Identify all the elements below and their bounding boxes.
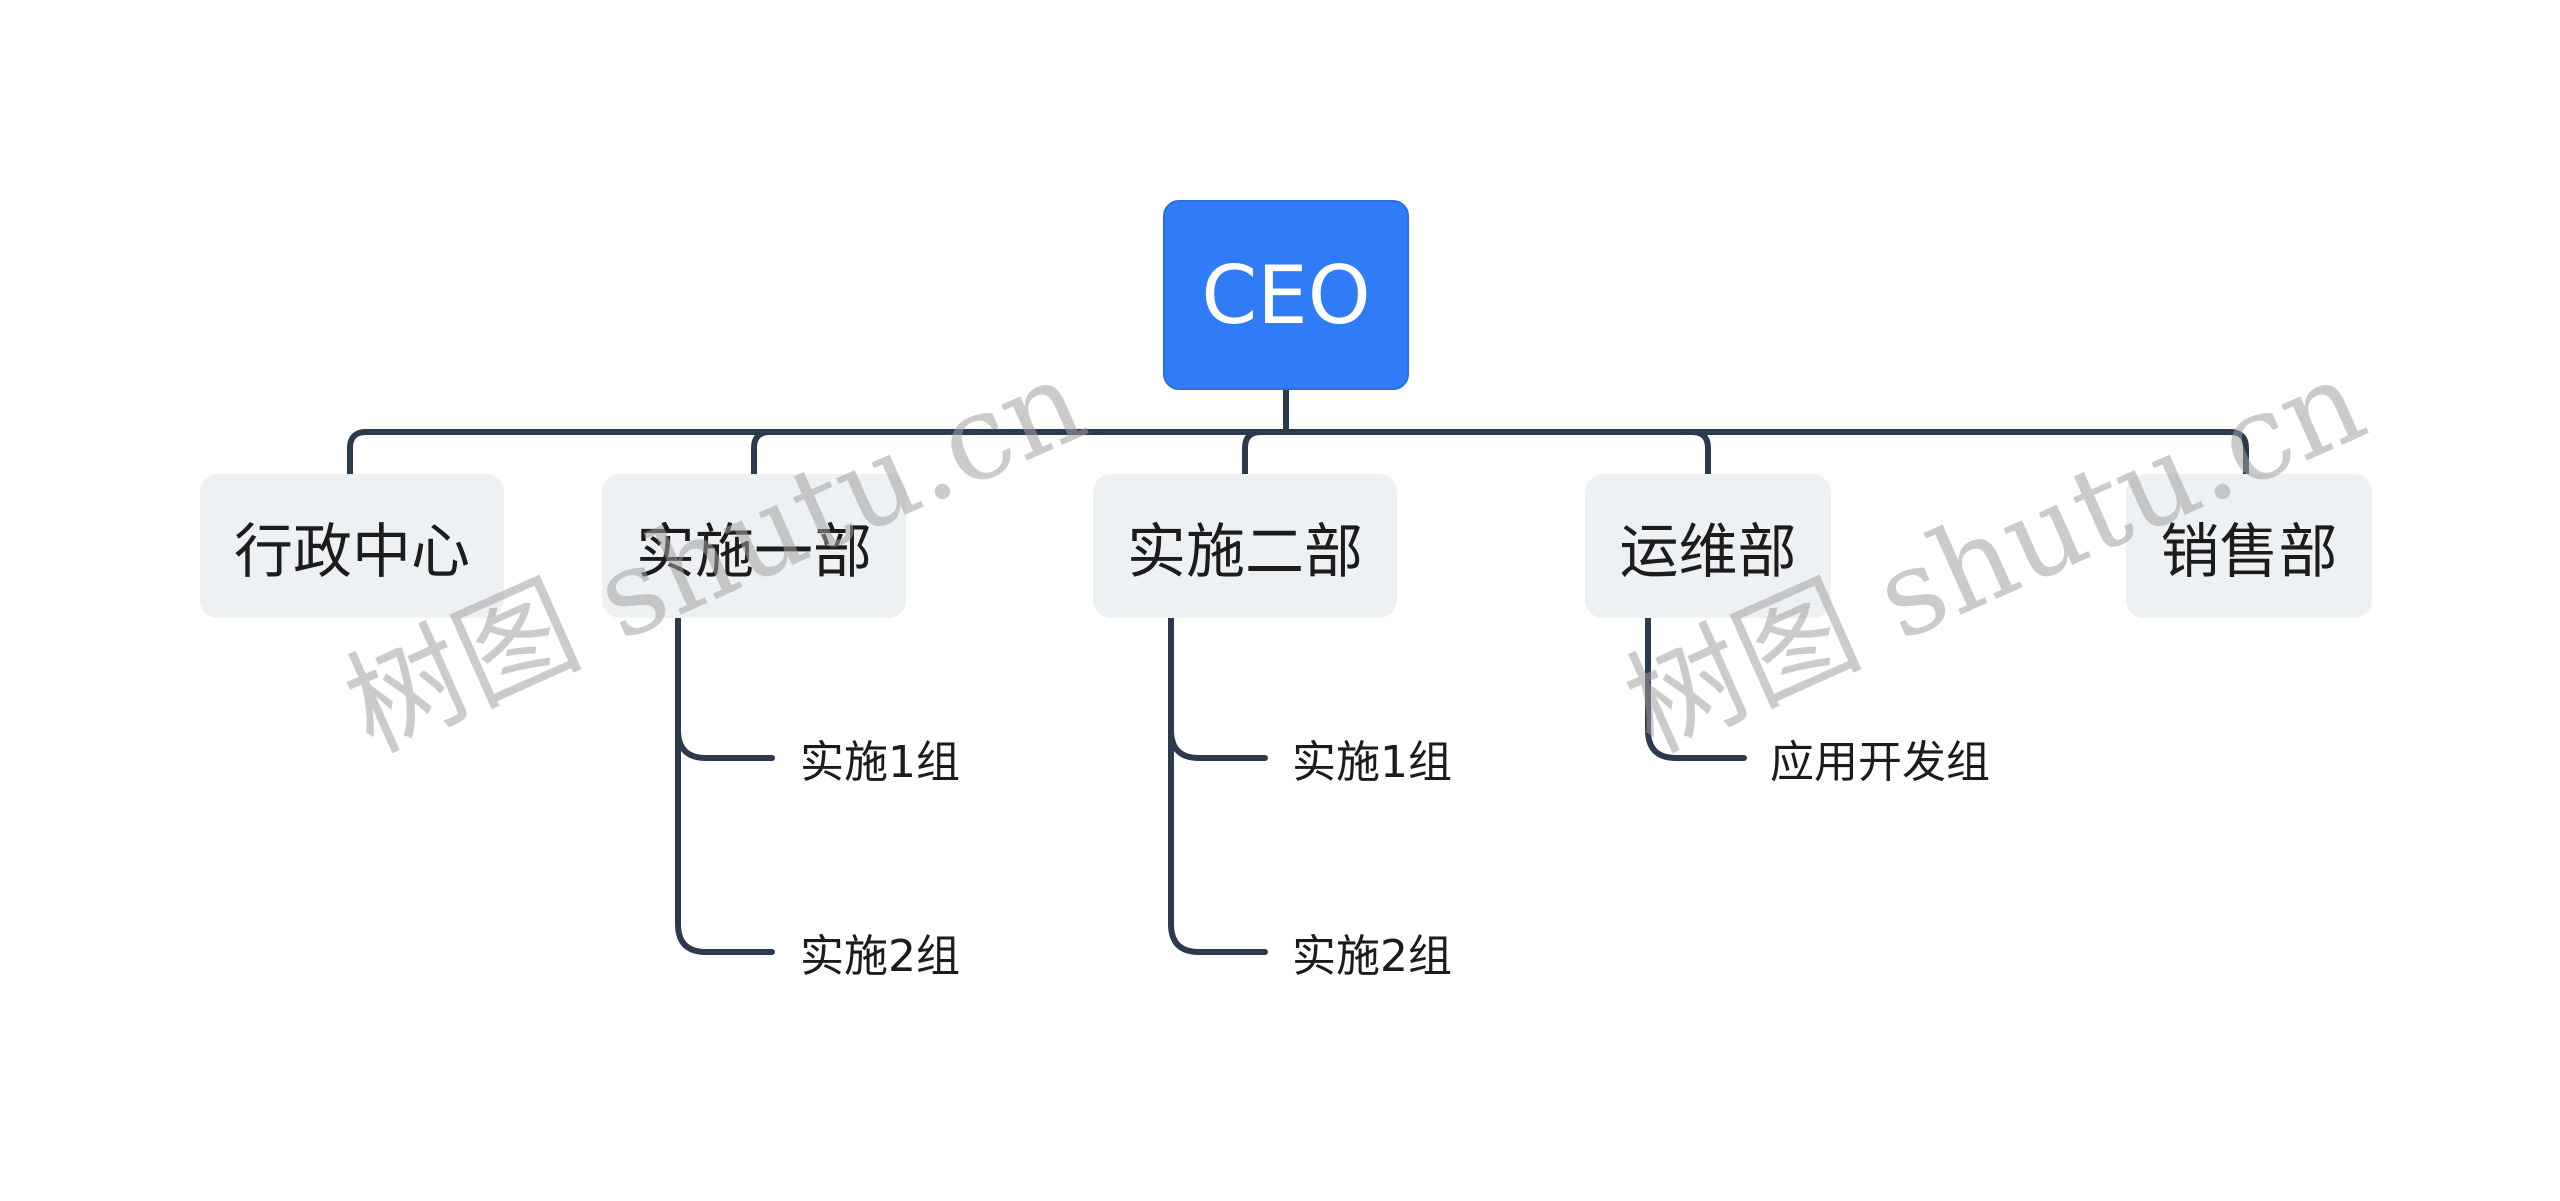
node-group-impl-2-1[interactable]: 实施1组 xyxy=(1292,718,1532,798)
node-dept-ops[interactable]: 运维部 xyxy=(1585,474,1831,618)
node-group-impl-2-1-label: 实施1组 xyxy=(1292,737,1452,788)
node-group-impl-2-2-label: 实施2组 xyxy=(1292,931,1452,982)
node-group-impl-1-1[interactable]: 实施1组 xyxy=(800,718,1040,798)
node-dept-ops-label: 运维部 xyxy=(1619,516,1797,586)
node-dept-impl-1[interactable]: 实施一部 xyxy=(602,474,906,618)
node-group-impl-1-2[interactable]: 实施2组 xyxy=(800,912,1040,992)
node-ceo[interactable]: CEO xyxy=(1163,200,1409,390)
node-ceo-label: CEO xyxy=(1201,248,1371,342)
drop-connector-2 xyxy=(751,429,773,477)
node-dept-impl-2[interactable]: 实施二部 xyxy=(1093,474,1397,618)
sub-connector-2-2 xyxy=(675,727,775,955)
node-dept-admin-label: 行政中心 xyxy=(233,516,470,586)
node-group-ops-1[interactable]: 应用开发组 xyxy=(1770,718,2070,798)
node-dept-admin[interactable]: 行政中心 xyxy=(200,474,504,618)
sub-connector-4-1 xyxy=(1645,615,1747,761)
drop-connector-3 xyxy=(1242,429,1264,477)
node-group-impl-2-2[interactable]: 实施2组 xyxy=(1292,912,1532,992)
node-dept-sales[interactable]: 销售部 xyxy=(2126,474,2372,618)
node-group-impl-1-2-label: 实施2组 xyxy=(800,931,960,982)
node-group-ops-1-label: 应用开发组 xyxy=(1770,737,1990,788)
node-group-impl-1-1-label: 实施1组 xyxy=(800,737,960,788)
bus-connector xyxy=(347,429,2249,477)
sub-connector-3-2 xyxy=(1168,727,1268,955)
node-dept-sales-label: 销售部 xyxy=(2160,516,2338,586)
drop-connector-4 xyxy=(1689,429,1711,477)
node-dept-impl-2-label: 实施二部 xyxy=(1126,516,1363,586)
sub-connector-2-1 xyxy=(675,615,775,761)
node-dept-impl-1-label: 实施一部 xyxy=(635,516,872,586)
sub-connector-3-1 xyxy=(1168,615,1268,761)
